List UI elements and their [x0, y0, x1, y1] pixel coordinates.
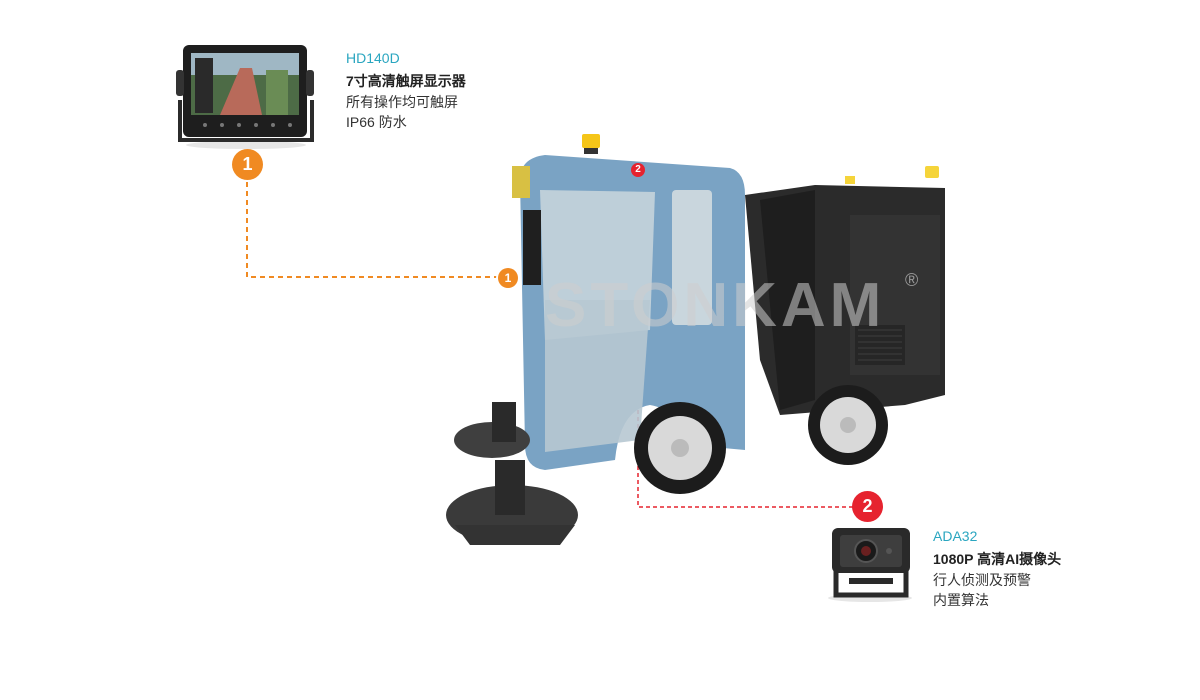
product-2-title: 1080P 高清AI摄像头 [933, 551, 1062, 567]
monitor-image [176, 45, 314, 149]
product-2-model: ADA32 [933, 528, 978, 544]
product-1-info: HD140D 7寸高清触屏显示器 所有操作均可触屏 IP66 防水 [346, 50, 466, 132]
marker-2-large: 2 [852, 491, 883, 522]
product-1-model: HD140D [346, 50, 400, 66]
product-2-info: ADA32 1080P 高清AI摄像头 行人侦测及预警 内置算法 [933, 528, 1061, 610]
camera-image [828, 528, 912, 602]
product-2-feature-2: 内置算法 [933, 592, 989, 608]
watermark-text: STONKAM [545, 271, 886, 340]
connector-line-2 [637, 172, 853, 508]
product-1-title: 7寸高清触屏显示器 [346, 73, 466, 89]
product-1-feature-1: 所有操作均可触屏 [346, 94, 458, 110]
marker-1-large: 1 [232, 149, 263, 180]
marker-1-small: 1 [498, 268, 518, 288]
connector-line-1 [246, 182, 505, 278]
product-1-feature-2: IP66 防水 [346, 114, 407, 130]
registered-mark: ® [905, 270, 919, 290]
marker-2-small: 2 [631, 163, 645, 177]
street-sweeper-illustration [446, 134, 945, 545]
product-2-feature-1: 行人侦测及预警 [933, 572, 1031, 588]
